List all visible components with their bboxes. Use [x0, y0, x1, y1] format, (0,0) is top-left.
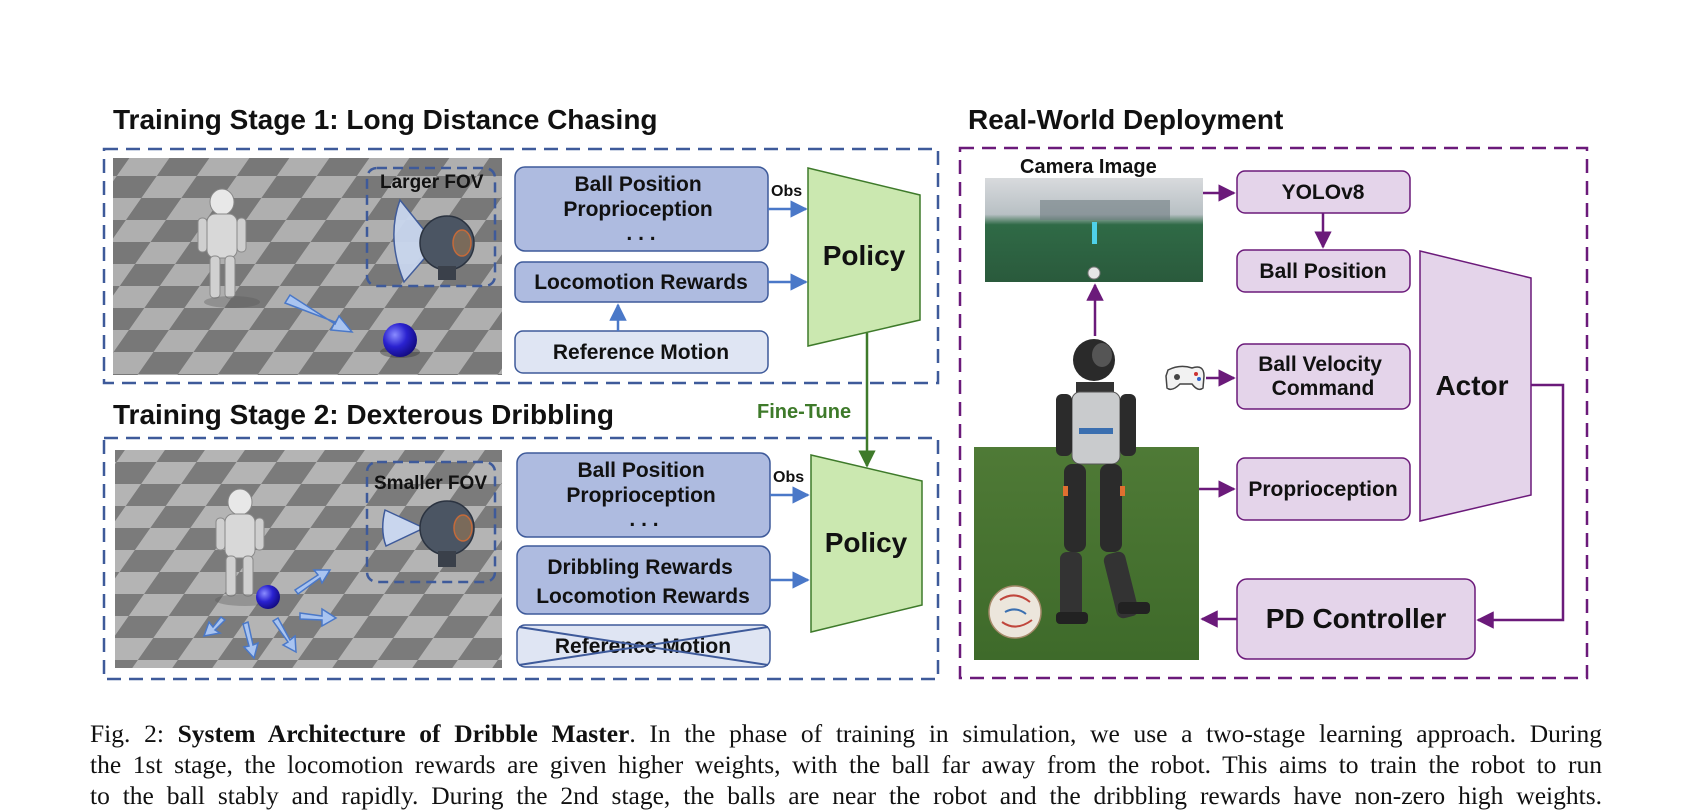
stage2-dribbling-rewards: Dribbling Rewards [547, 556, 733, 579]
caption-line1-rest: . In the phase of training in simulation… [629, 719, 1602, 748]
stage1-policy-block [807, 167, 921, 347]
yolo-label: YOLOv8 [1282, 181, 1365, 204]
smaller-fov-inset [365, 460, 497, 584]
caption-line-3: to the ball stably and rapidly. During t… [90, 781, 1602, 810]
svg-text:Dribbling Rewards Locomoti: Dribbling Rewards Locomotion Rewards [536, 556, 750, 608]
stage2-obs-proprioception: Proprioception [566, 484, 715, 507]
reference-removed-cross-icon [518, 626, 769, 666]
direction-arrow-icon [283, 293, 354, 333]
stage1-obs-ellipsis: . . . [626, 222, 655, 245]
stage1-policy-label: Policy [823, 240, 906, 271]
figure-caption: Fig. 2: System Architecture of Dribble M… [90, 718, 1602, 811]
stage1-obs-ball-position: Ball Position [574, 173, 701, 196]
deployment-frame [958, 146, 1589, 680]
caption-prefix: Fig. 2: [90, 719, 178, 748]
actor-label: Actor [1435, 370, 1508, 401]
caption-bold-title: System Architecture of Dribble Master [177, 719, 630, 748]
robot-head-icon [419, 500, 475, 567]
stage1-obs-proprioception: Proprioception [563, 198, 712, 221]
svg-text:Ball Velocity Command: Ball Velocity Command [1258, 353, 1388, 400]
ball-icon [256, 585, 280, 609]
stage1-reference-label: Reference Motion [553, 341, 729, 364]
stage1-reference-box [514, 330, 769, 374]
system-architecture-figure: Training Stage 1: Long Distance Chasing … [102, 104, 1589, 681]
stage2-title: Training Stage 2: Dexterous Dribbling [113, 399, 614, 430]
stage2-obs-label: Obs [773, 469, 804, 486]
larger-fov-inset [365, 166, 497, 288]
stage1-rewards-label: Locomotion Rewards [534, 271, 748, 294]
finetune-label: Fine-Tune [757, 401, 851, 423]
camera-image [985, 178, 1203, 282]
stage2-frame [102, 436, 940, 681]
stage2-obs-ellipsis: . . . [629, 508, 658, 531]
stage1-frame [102, 147, 940, 385]
svg-text:Ball Position Propriocepti: Ball Position Proprioception . . . [563, 173, 718, 245]
ball-velocity-line2: Command [1272, 377, 1375, 400]
stage2-policy-label: Policy [825, 527, 908, 558]
ball-velocity-line1: Ball Velocity [1258, 353, 1382, 376]
robot-head-icon [419, 215, 475, 280]
stage2-sim-image: Smaller FOV [115, 450, 502, 668]
pd-controller-label: PD Controller [1266, 603, 1447, 634]
stage1-obs-label: Obs [771, 183, 802, 200]
ball-position-label: Ball Position [1259, 260, 1386, 283]
ball-position-box [1236, 249, 1411, 293]
real-robot-photo [974, 339, 1199, 660]
caption-line-2: the 1st stage, the locomotion rewards ar… [90, 750, 1602, 779]
proprioception-box [1236, 457, 1411, 521]
actor-block [1419, 250, 1532, 522]
stage1-title: Training Stage 1: Long Distance Chasing [113, 104, 658, 135]
soccer-ball-icon [988, 585, 1042, 639]
dribble-directions-icon [202, 569, 338, 660]
actor-to-pd-arrow [1476, 383, 1565, 629]
larger-fov-label: Larger FOV [380, 172, 484, 193]
stage2-policy-block [810, 454, 923, 633]
fov-cone-icon [382, 508, 426, 548]
stage2-obs-ball-position: Ball Position [577, 459, 704, 482]
caption-line-1: Fig. 2: System Architecture of Dribble M… [90, 718, 1602, 749]
ball-velocity-box [1236, 343, 1411, 410]
robot-figure-icon [197, 188, 260, 308]
stage2-locomotion-rewards: Locomotion Rewards [536, 585, 750, 608]
humanoid-robot-icon [1056, 339, 1150, 624]
fov-cone-icon [393, 198, 437, 284]
camera-image-label: Camera Image [1020, 156, 1157, 178]
gamepad-icon [1165, 365, 1205, 391]
stage1-sim-image: Larger FOV [113, 158, 502, 375]
proprioception-label: Proprioception [1248, 478, 1397, 501]
ball-icon [383, 323, 417, 357]
svg-text:Ball Position Propriocepti: Ball Position Proprioception . . . [566, 459, 721, 531]
smaller-fov-label: Smaller FOV [374, 473, 487, 494]
deployment-title: Real-World Deployment [968, 104, 1283, 135]
